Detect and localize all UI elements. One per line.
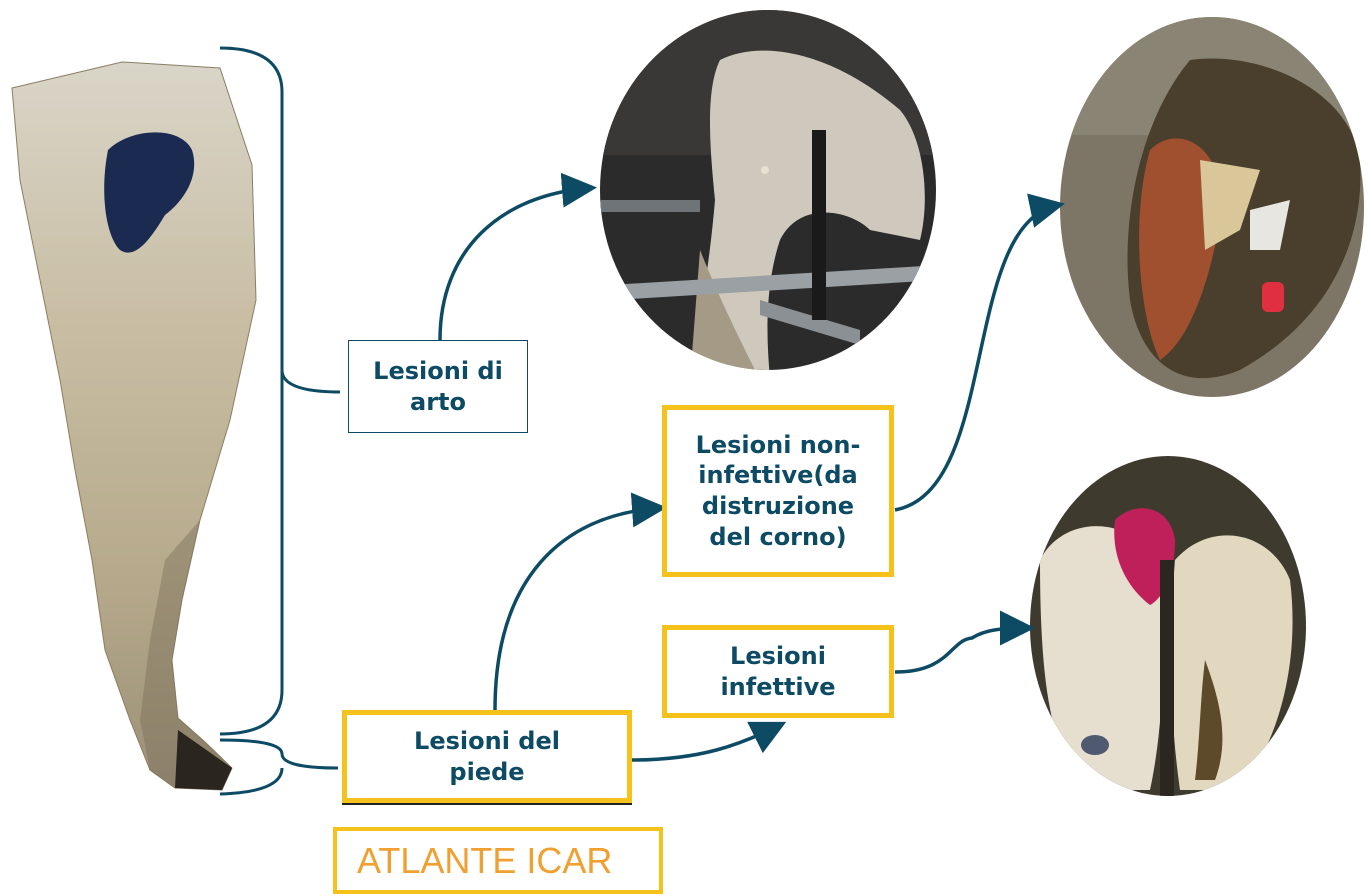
box-lesioni-infettive: Lesioni infettive bbox=[662, 625, 894, 718]
box-lesioni-non-infettive: Lesioni non- infettive(da distruzione de… bbox=[662, 405, 894, 577]
connector-piede-to-inf bbox=[631, 721, 787, 762]
photo-claw-infective bbox=[1030, 456, 1306, 796]
connector-inf-to-photo bbox=[894, 610, 1035, 674]
brace-arto bbox=[219, 46, 341, 736]
box-lesioni-piede-label: Lesioni del piede bbox=[414, 726, 560, 786]
box-lesioni-infettive-label: Lesioni infettive bbox=[720, 641, 836, 701]
cow-leg-image bbox=[11, 61, 257, 791]
box-lesioni-non-infettive-label: Lesioni non- infettive(da distruzione de… bbox=[695, 430, 861, 551]
connector-noninf-to-photo bbox=[894, 193, 1065, 512]
caption-atlante: ATLANTE ICAR bbox=[333, 827, 663, 894]
box-lesioni-piede: Lesioni del piede bbox=[342, 710, 632, 805]
connectors bbox=[438, 172, 1065, 762]
box-lesioni-arto: Lesioni di arto bbox=[348, 340, 528, 433]
connector-arto-to-photo bbox=[438, 172, 597, 341]
brace-piede bbox=[219, 738, 339, 796]
photo-leg-lesion bbox=[600, 10, 936, 370]
photo-claw-non-infective bbox=[1060, 17, 1364, 397]
box-lesioni-arto-label: Lesioni di arto bbox=[373, 356, 503, 416]
connector-piede-to-noninf bbox=[493, 492, 667, 711]
